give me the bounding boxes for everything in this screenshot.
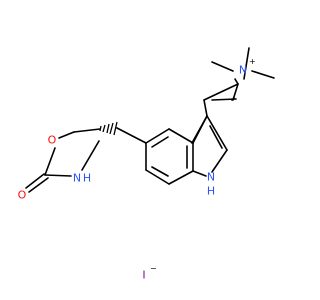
bond-c5-c4 bbox=[73, 128, 101, 133]
bond-c2-o-carbonyl-b bbox=[28, 177, 49, 193]
trimethyl-groups bbox=[211, 47, 275, 101]
ring-oxygen-label: O bbox=[48, 134, 57, 147]
indole-benzene-ring bbox=[145, 128, 194, 185]
iodide-charge-label: − bbox=[150, 264, 157, 273]
bond-ch2-indole-c5 bbox=[116, 127, 147, 144]
stereo-hash-bond bbox=[99, 121, 118, 136]
indole-nitrogen-label: N bbox=[207, 171, 215, 184]
indole-hydrogen-label: H bbox=[207, 185, 215, 198]
oxazolidinone-ring bbox=[25, 128, 101, 193]
oxazolidinone-hydrogen-label: H bbox=[83, 172, 91, 185]
ethyl-chain bbox=[203, 78, 239, 117]
bond-c2-n3 bbox=[44, 174, 72, 177]
carbonyl-oxygen-label: O bbox=[18, 189, 27, 202]
molecule-diagram: O O N H N H N + I − bbox=[18, 47, 275, 282]
iodide-label: I bbox=[142, 269, 145, 282]
structure-canvas: O O N H N H N + I − bbox=[17, 47, 275, 282]
indole-pyrrole-ring bbox=[191, 115, 228, 177]
oxazolidinone-nitrogen-label: N bbox=[73, 172, 81, 185]
bond-ring-o-c5 bbox=[58, 131, 75, 139]
bond-ring-o-c2 bbox=[44, 147, 56, 176]
bond-n3-c4 bbox=[81, 140, 100, 171]
ammonium-charge-label: + bbox=[249, 57, 256, 66]
bond-c2-o-carbonyl-a bbox=[25, 173, 45, 189]
ammonium-nitrogen-label: N bbox=[239, 64, 247, 77]
